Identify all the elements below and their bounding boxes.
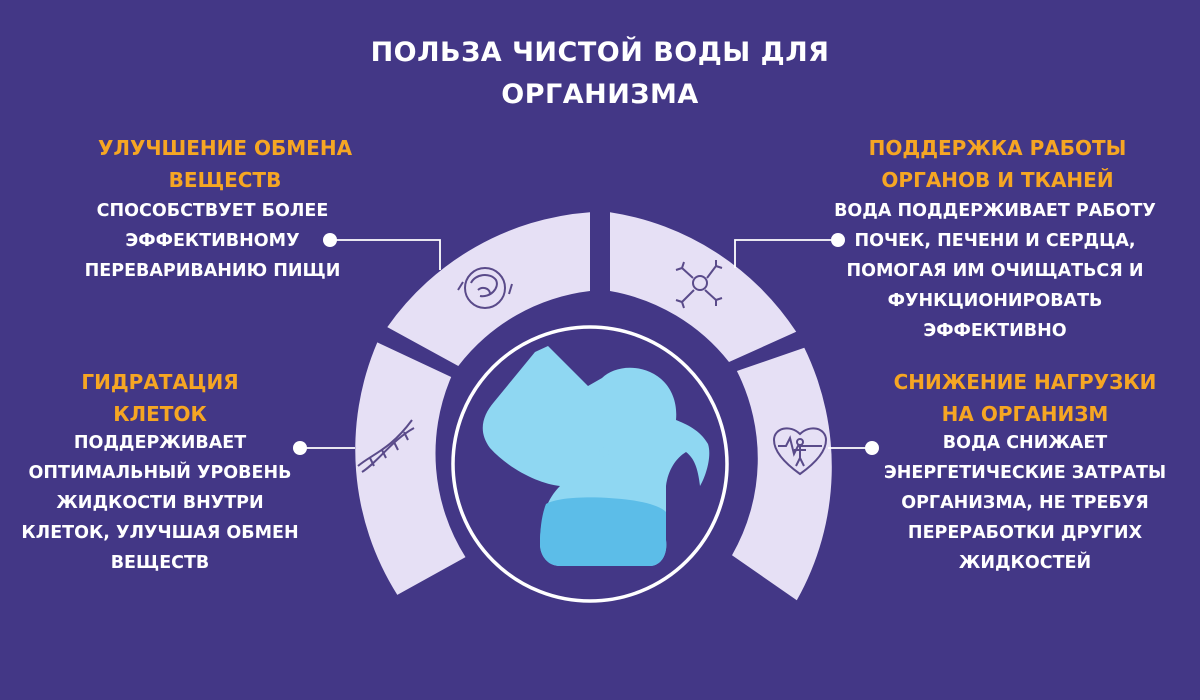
page-title: ПОЛЬЗА ЧИСТОЙ ВОДЫ ДЛЯ ОРГАНИЗМА bbox=[370, 37, 830, 110]
neuron-cell-icon bbox=[675, 260, 723, 309]
benefit-text-organs: ВОДА ПОДДЕРЖИВАЕТ РАБОТУ ПОЧЕК, ПЕЧЕНИ И… bbox=[834, 201, 1156, 341]
benefit-title-load: СНИЖЕНИЕ НАГРУЗКИ НА ОРГАНИЗМ bbox=[893, 370, 1157, 426]
center-circle bbox=[451, 325, 729, 603]
benefit-title-hydration: ГИДРАТАЦИЯ КЛЕТОК bbox=[81, 370, 239, 426]
heart-pulse-body-icon bbox=[772, 427, 828, 476]
benefit-title-metabolism: УЛУЧШЕНИЕ ОБМЕНА ВЕЩЕСТВ bbox=[97, 136, 353, 192]
arc-segment-load bbox=[732, 347, 832, 601]
connector-load bbox=[828, 441, 879, 455]
benefit-title-organs: ПОДДЕРЖКА РАБОТЫ ОРГАНОВ И ТКАНЕЙ bbox=[868, 136, 1127, 192]
arc-segment-organs bbox=[610, 212, 797, 362]
connector-organs bbox=[734, 233, 845, 268]
benefit-text-load: ВОДА СНИЖАЕТ ЭНЕРГЕТИЧЕСКИЕ ЗАТРАТЫ ОРГА… bbox=[883, 433, 1167, 573]
benefit-text-hydration: ПОДДЕРЖИВАЕТ ОПТИМАЛЬНЫЙ УРОВЕНЬ ЖИДКОСТ… bbox=[21, 433, 299, 573]
digestive-organs-cycle-icon bbox=[457, 267, 513, 309]
benefit-text-metabolism: СПОСОБСТВУЕТ БОЛЕЕ ЭФФЕКТИВНОМУ ПЕРЕВАРИ… bbox=[84, 201, 341, 281]
arc-segment-hydration bbox=[355, 342, 466, 595]
dna-helix-icon bbox=[357, 419, 415, 473]
woman-drinking-water-icon bbox=[482, 346, 710, 566]
connector-metabolism bbox=[323, 233, 441, 270]
connector-hydration bbox=[293, 441, 355, 455]
